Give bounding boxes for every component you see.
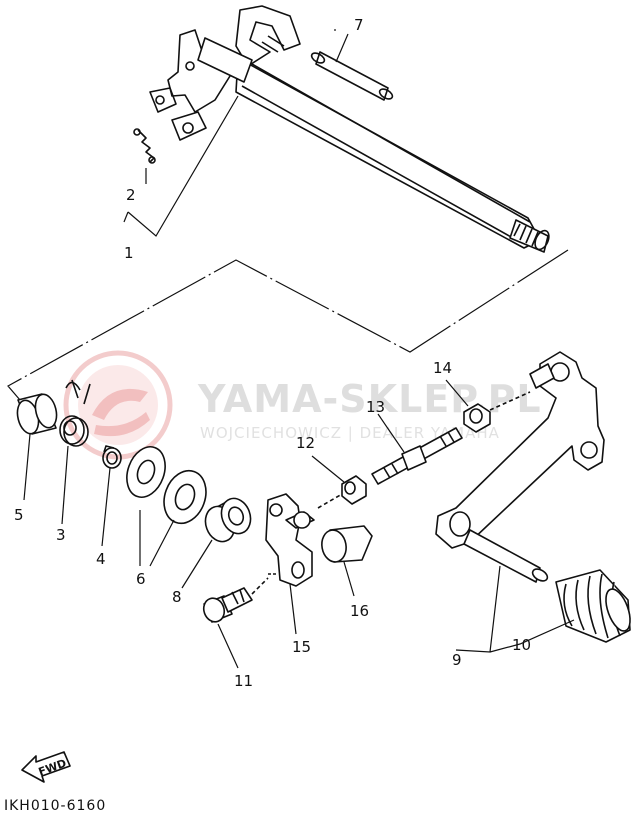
label-part-7: 7	[354, 16, 364, 34]
bearing-part-8	[204, 497, 252, 543]
joint-part-15	[265, 493, 315, 587]
label-part-5: 5	[14, 506, 24, 524]
label-part-4: 4	[96, 550, 106, 568]
watermark-subtitle: WOJCIECHOWICZ | DEALER YAMAHA	[200, 424, 500, 442]
bolt-part-11	[202, 577, 269, 623]
watermark: YAMA-SKLEP.PL WOJCIECHOWICZ | DEALER YAM…	[63, 350, 541, 460]
collar-part-5	[16, 393, 58, 435]
label-part-15: 15	[292, 638, 311, 656]
leader-lines-upper	[123, 33, 349, 237]
lower-components	[16, 351, 631, 643]
fwd-arrow-icon: FWD	[21, 751, 71, 783]
diagram-reference-code: IKH010-6160	[4, 798, 107, 814]
label-part-3: 3	[56, 526, 66, 544]
washers-part-6	[126, 446, 207, 525]
label-part-11: 11	[234, 672, 253, 690]
label-part-16: 16	[350, 602, 369, 620]
cap-part-16	[321, 525, 373, 563]
assembly-boundary-frame	[7, 249, 569, 401]
label-part-10: 10	[512, 636, 531, 654]
label-part-13: 13	[366, 398, 385, 416]
label-part-9: 9	[452, 651, 462, 669]
label-part-6: 6	[136, 570, 146, 588]
label-part-1: 1	[124, 244, 134, 262]
watermark-logo-icon	[63, 350, 173, 460]
leader-lines-lower	[23, 29, 575, 669]
nut-part-14	[463, 391, 531, 433]
threaded-rod-part-13	[317, 427, 463, 509]
nut-part-12	[341, 475, 367, 505]
label-part-14: 14	[433, 359, 452, 377]
shift-shaft-assembly	[133, 5, 550, 253]
shift-pedal-part-9	[435, 351, 605, 583]
pedal-rubber-part-10	[555, 569, 631, 643]
spring-part-3	[59, 379, 91, 447]
label-part-8: 8	[172, 588, 182, 606]
label-part-2: 2	[126, 186, 136, 204]
part-labels: 7 2 1 14 13 12 5 3 4 6 8 16 15 10 9 11	[14, 16, 531, 690]
label-part-12: 12	[296, 434, 315, 452]
circlip-part-4	[102, 445, 122, 469]
